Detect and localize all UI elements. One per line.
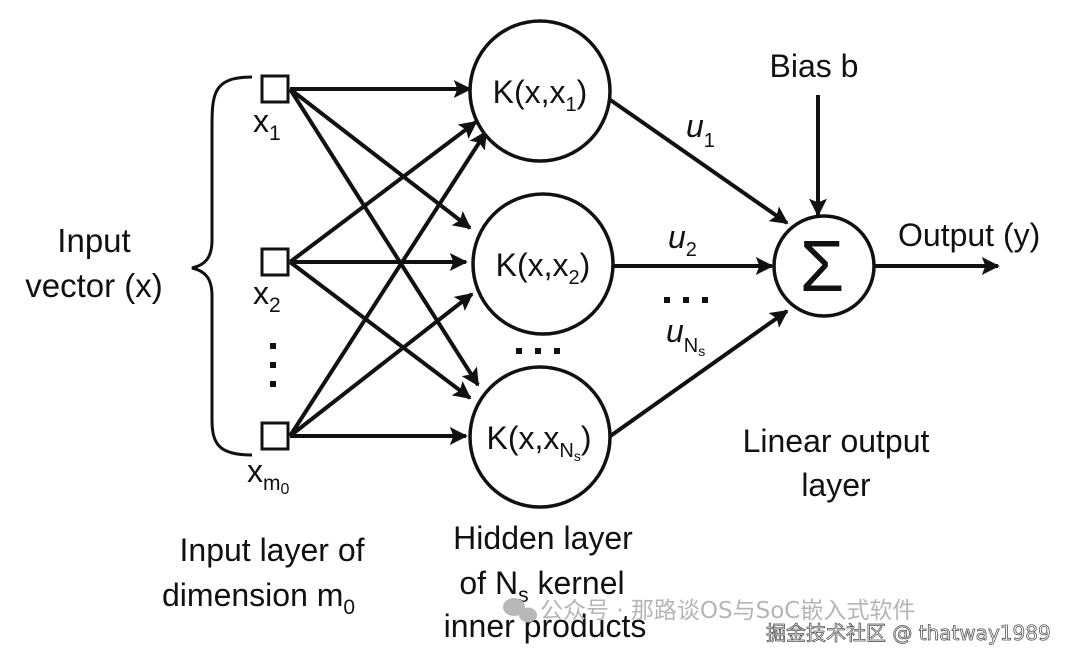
hidden-node-2-label: K(x,x2) (496, 247, 591, 289)
hidden-node-1-label: K(x,x1) (493, 74, 588, 116)
hidden-caption-line2: of Ns kernel (459, 565, 624, 607)
bias-label: Bias b (770, 48, 859, 84)
input-label-xm0: xm0 (247, 453, 290, 498)
output-label: Output (y) (898, 217, 1040, 253)
hidden-caption-line3: inner products (444, 608, 647, 644)
input-brace (191, 75, 253, 457)
hidden-node-ns (468, 365, 612, 509)
weight-u2: u2 (668, 219, 697, 261)
input-layer-caption-line1: Input layer of (180, 532, 365, 568)
hidden-ellipsis (516, 348, 560, 354)
output-layer-label-line2: layer (801, 467, 871, 503)
input-node-x1 (260, 74, 290, 104)
input-ellipsis (270, 343, 276, 387)
input-node-xm0 (260, 421, 290, 451)
input-label-x1: x1 (253, 103, 281, 145)
watermark-line2: 掘金技术社区 @ thatway1989 (766, 621, 1051, 645)
hidden-caption-line1: Hidden layer (453, 520, 633, 556)
hidden-node-2 (471, 192, 615, 336)
hidden-node-1 (468, 19, 612, 163)
input-vector-label-line1: Input (57, 222, 130, 259)
weight-u1: u1 (686, 108, 715, 152)
wechat-icon (503, 598, 537, 623)
weight-uns: uNs (666, 313, 705, 359)
sum-node (772, 214, 876, 318)
hidden-node-ns-label: K(x,xNs) (487, 420, 592, 464)
output-layer-label-line1: Linear output (743, 423, 930, 459)
input-layer-caption-line2: dimension m0 (162, 577, 355, 619)
sum-symbol: Σ (800, 227, 845, 307)
watermark: 公众号 · 那路谈OS与SoC嵌入式软件 掘金技术社区 @ thatway198… (503, 598, 1051, 645)
weights-ellipsis (664, 297, 708, 303)
input-node-x2 (260, 247, 290, 277)
watermark-line1: 公众号 · 那路谈OS与SoC嵌入式软件 (540, 598, 915, 624)
input-vector-label-line2: vector (x) (25, 267, 163, 304)
input-label-x2: x2 (253, 275, 281, 317)
hidden-output-connections (607, 95, 1000, 439)
input-hidden-connections (288, 80, 488, 445)
